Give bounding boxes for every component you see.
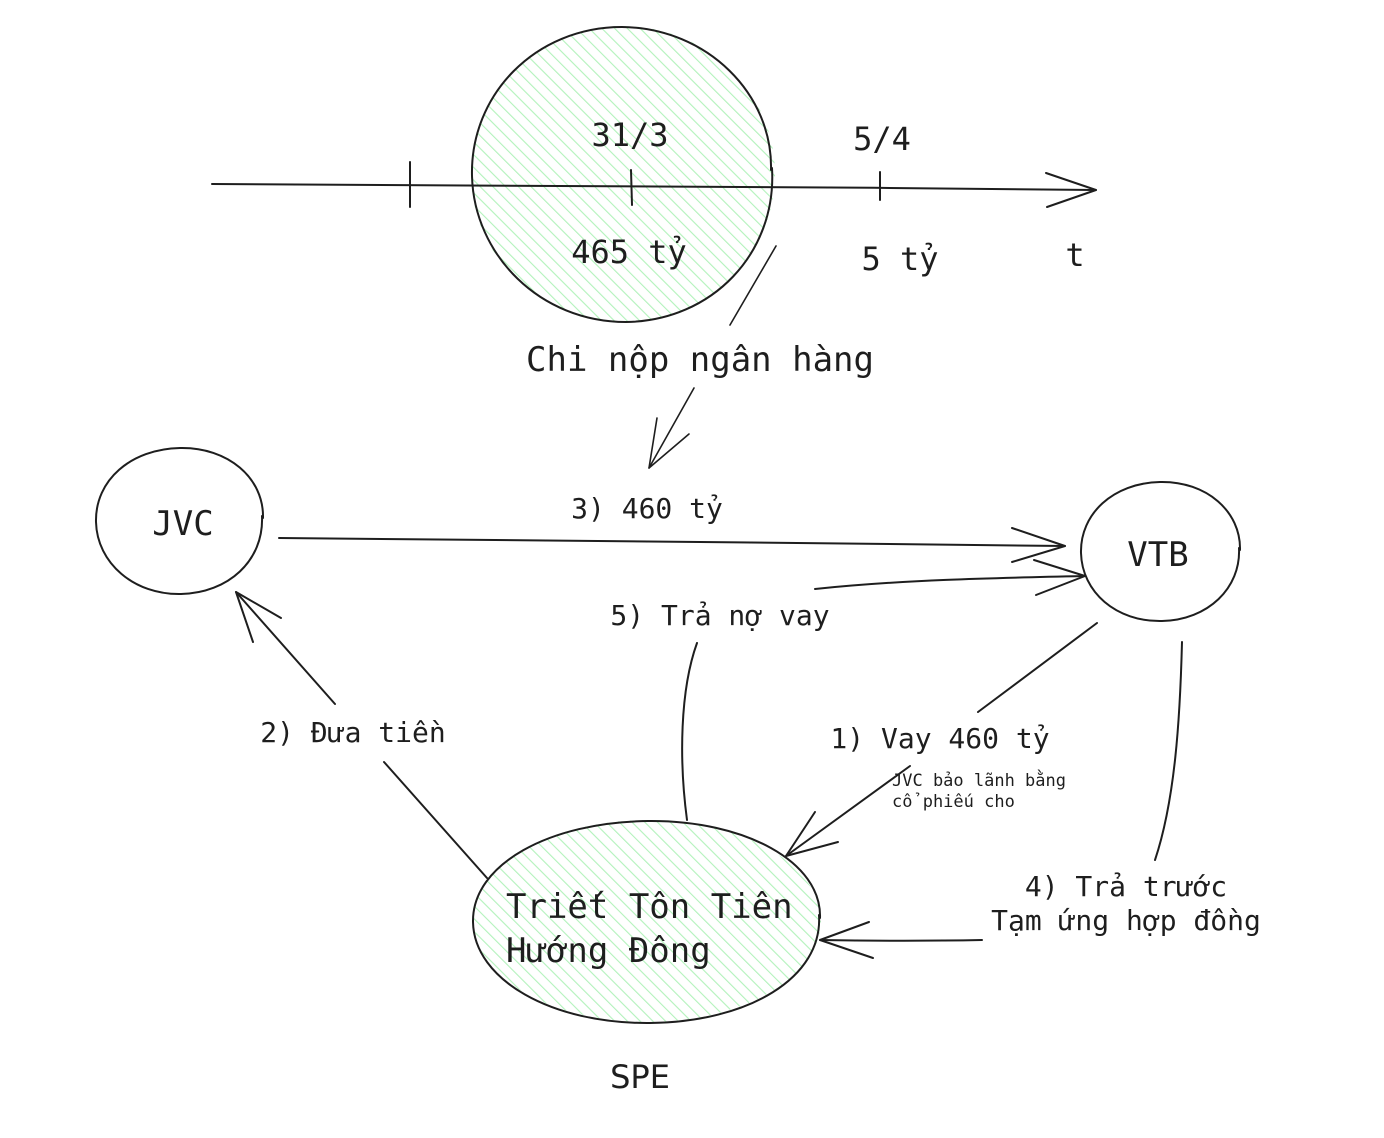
node-jvc-outline bbox=[94, 446, 265, 596]
timeline-date-1: 31/3 bbox=[591, 116, 668, 154]
flow-1-note-line-2: cổ phiếu cho bbox=[892, 792, 1015, 812]
flow-4-line-upper bbox=[1154, 641, 1183, 861]
flow-5-arrowhead bbox=[1033, 559, 1086, 596]
flow-3-arrow: 3) 460 tỷ bbox=[278, 492, 1066, 563]
note-arrow-upper bbox=[729, 245, 777, 326]
flow-2-line-lower bbox=[383, 761, 488, 879]
flow-1-note-line-1: JVC bảo lãnh bằng bbox=[892, 768, 1066, 791]
timeline-date-2: 5/4 bbox=[853, 120, 911, 158]
flow-3-line bbox=[278, 537, 1066, 547]
flow-4-line-lower bbox=[819, 939, 983, 942]
time-axis-line bbox=[211, 183, 1097, 191]
node-spe-outline bbox=[471, 819, 822, 1025]
flow-3-arrowhead bbox=[1011, 527, 1066, 563]
flow-2-arrow: 2) Đưa tiền bbox=[235, 591, 488, 879]
node-vtb-outline bbox=[1079, 480, 1242, 623]
flow-5-label: 5) Trả nợ vay bbox=[610, 599, 829, 632]
tick-mark-31-3 bbox=[630, 169, 633, 206]
flow-5-line-lower bbox=[681, 642, 698, 821]
highlight-circle-outline bbox=[470, 26, 774, 323]
note-arrowhead bbox=[648, 417, 690, 469]
node-spe-label: SPE bbox=[610, 1058, 670, 1096]
flow-1-arrowhead bbox=[785, 811, 839, 857]
timeline-amount-1: 465 tỷ bbox=[571, 233, 687, 271]
flow-2-line-upper bbox=[235, 591, 336, 705]
node-spe-name-line-1: Triết Tôn Tiên bbox=[506, 887, 793, 927]
flow-4-label-line-2: Tạm ứng hợp đồng bbox=[991, 904, 1261, 937]
flow-4-label-line-1: 4) Trả trước bbox=[1025, 870, 1227, 903]
node-vtb-label: VTB bbox=[1127, 535, 1188, 575]
node-vtb: VTB bbox=[1079, 480, 1242, 623]
flow-5-line-upper bbox=[814, 575, 1086, 590]
flow-1-arrow: 1) Vay 460 tỷ JVC bảo lãnh bằng cổ phiếu… bbox=[785, 622, 1098, 857]
time-axis-label: t bbox=[1065, 236, 1084, 274]
note-label: Chi nộp ngân hàng bbox=[526, 340, 874, 380]
highlight-circle-31-3 bbox=[471, 26, 775, 322]
flow-2-label: 2) Đưa tiền bbox=[260, 716, 445, 749]
node-spe-name-line-2: Hướng Đông bbox=[506, 931, 711, 971]
flow-4-arrowhead bbox=[819, 921, 874, 959]
flow-4-arrow: 4) Trả trước Tạm ứng hợp đồng bbox=[819, 641, 1261, 959]
note-arrow-lower bbox=[648, 387, 695, 469]
flow-3-label: 3) 460 tỷ bbox=[571, 492, 723, 525]
node-jvc-label: JVC bbox=[152, 504, 213, 544]
time-axis-arrowhead bbox=[1045, 172, 1097, 208]
flow-1-line-lower bbox=[785, 765, 911, 857]
timeline: 31/3 465 tỷ 5/4 5 tỷ t bbox=[211, 26, 1097, 323]
bank-payment-note: Chi nộp ngân hàng bbox=[526, 245, 874, 469]
node-spe: Triết Tôn Tiên Hướng Đông SPE bbox=[471, 819, 822, 1096]
flow-2-arrowhead bbox=[235, 591, 282, 643]
timeline-amount-2: 5 tỷ bbox=[861, 240, 938, 278]
flow-5-arrow: 5) Trả nợ vay bbox=[610, 559, 1086, 821]
node-jvc: JVC bbox=[94, 446, 265, 596]
flow-1-line-upper bbox=[977, 622, 1098, 713]
flow-1-label: 1) Vay 460 tỷ bbox=[830, 722, 1049, 755]
node-spe-fill bbox=[473, 820, 821, 1022]
